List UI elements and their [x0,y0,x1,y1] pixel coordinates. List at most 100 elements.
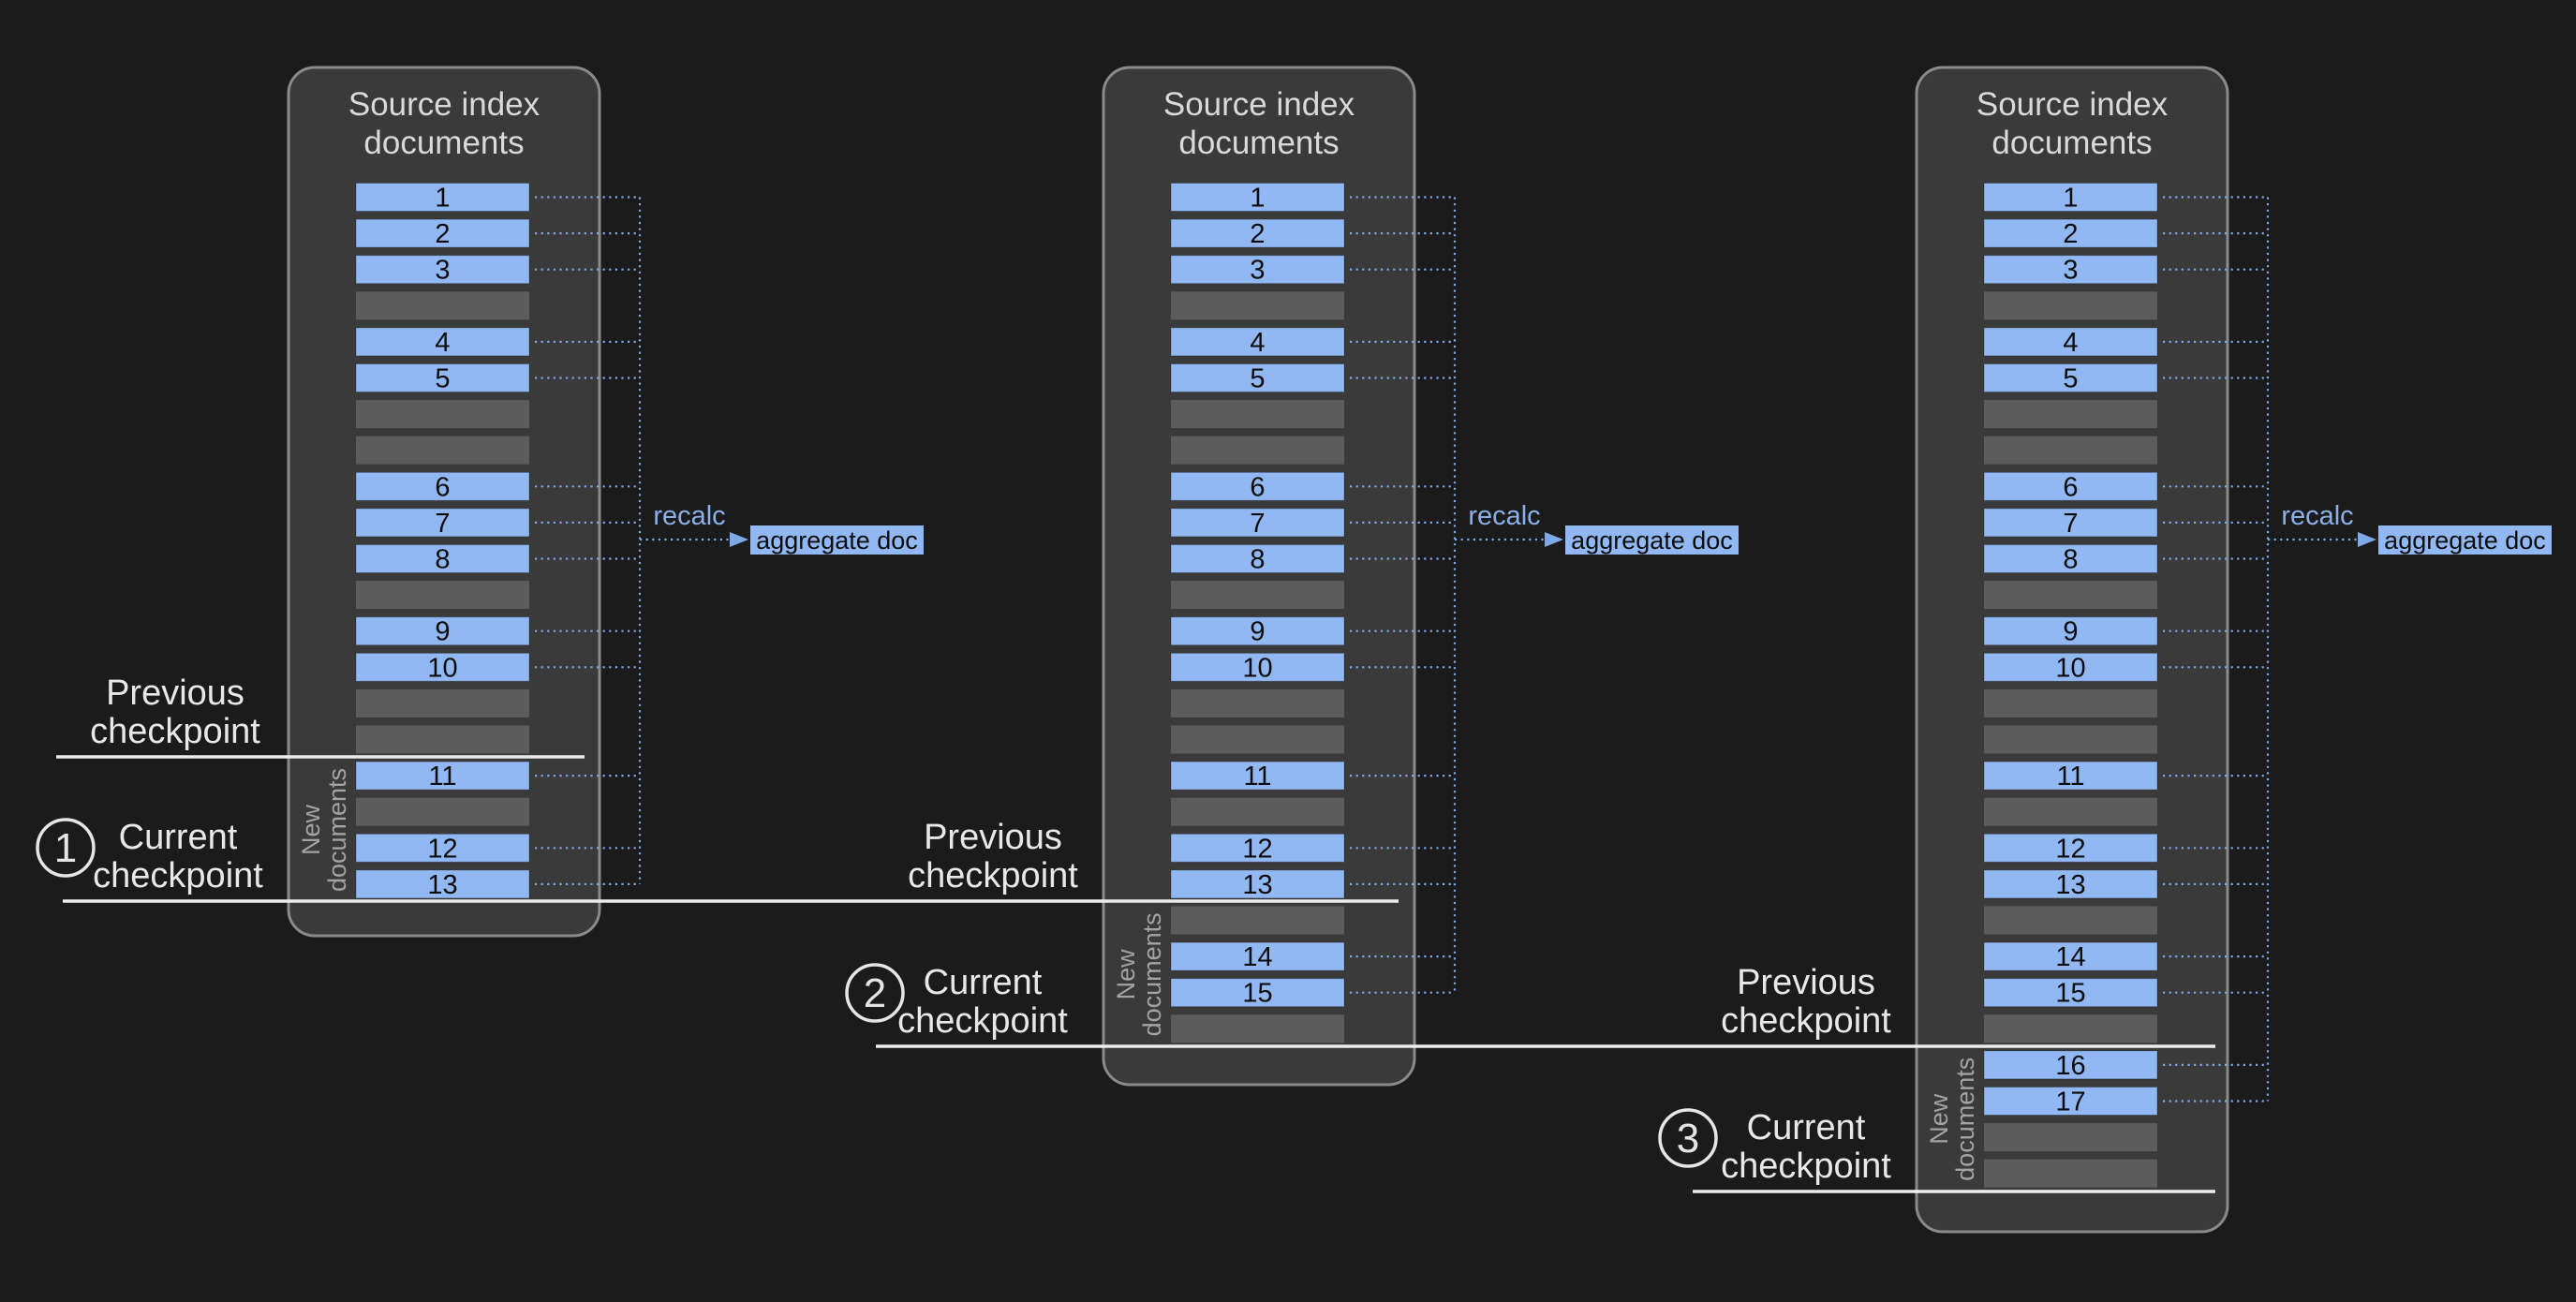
empty-slot-bar [1984,291,2157,320]
current-checkpoint-label-line1: Current [924,963,1043,1002]
doc-bar-number: 6 [435,472,450,502]
doc-bar-number: 2 [2063,219,2078,249]
doc-bar [1983,183,2158,212]
doc-bar-number: 7 [435,509,450,539]
doc-bar [1170,183,1345,212]
doc-bar [355,869,530,899]
source-index-panel [287,66,601,938]
recalc-label: recalc [1468,501,1540,531]
recalc-label: recalc [653,501,725,531]
doc-bar [1170,471,1345,501]
empty-slot-bar [1171,436,1344,465]
empty-slot-bar [356,797,529,826]
empty-slot-bar [1171,400,1344,429]
doc-bar-number: 11 [1243,762,1271,792]
current-checkpoint-label-line1: Current [1747,1108,1866,1147]
doc-bar [1983,544,2158,573]
doc-bar [355,255,530,285]
doc-bar [1170,978,1345,1008]
doc-bar-number: 6 [1250,472,1265,502]
doc-bar-number: 16 [2055,1051,2085,1081]
doc-bar-number: 5 [435,364,450,394]
doc-bar [1983,616,2158,646]
doc-bar-number: 12 [2055,834,2085,864]
doc-bar-number: 14 [2055,942,2085,972]
step-badge-number: 2 [864,970,886,1016]
doc-bar [1983,761,2158,791]
doc-bar [355,363,530,392]
empty-slot-bar [1171,725,1344,754]
panel-title-line2: documents [1178,125,1339,161]
doc-bar-number: 1 [435,184,450,214]
step-badge-number: 3 [1677,1116,1699,1161]
current-checkpoint-label-line2: checkpoint [897,1001,1068,1041]
empty-slot-bar [1984,1123,2157,1152]
empty-slot-bar [1171,581,1344,610]
doc-bar-number: 9 [2063,617,2078,647]
doc-bar-number: 2 [1250,219,1265,249]
aggregate-doc-label: aggregate doc [2384,526,2546,555]
panel-title-line1: Source index [348,86,540,123]
doc-bar [355,471,530,501]
source-index-panel [1102,66,1416,1087]
source-index-panel [1915,66,2229,1234]
doc-bar-number: 6 [2063,472,2078,502]
doc-bar [355,652,530,682]
doc-bar [1983,255,2158,285]
empty-slot-bar [1171,688,1344,718]
doc-bar [1983,869,2158,899]
previous-checkpoint-label-line2: checkpoint [908,856,1078,895]
doc-bar-number: 15 [2055,979,2085,1009]
empty-slot-bar [1984,906,2157,935]
doc-bar [1170,941,1345,971]
doc-bar [1170,255,1345,285]
doc-bar [355,833,530,863]
empty-slot-bar [356,581,529,610]
doc-bar-number: 4 [2063,328,2078,358]
doc-bar-number: 5 [2063,364,2078,394]
empty-slot-bar [1984,725,2157,754]
doc-bar [1170,508,1345,538]
panel-title-line2: documents [1991,125,2152,161]
doc-bar [1170,544,1345,573]
panel-title-line1: Source index [1163,86,1355,123]
recalc-arrowhead [2358,532,2376,547]
doc-bar-number: 3 [435,256,450,286]
doc-bar-number: 1 [2063,184,2078,214]
doc-bar-number: 9 [435,617,450,647]
doc-bar [1170,218,1345,248]
doc-bar [1170,652,1345,682]
empty-slot-bar [1984,581,2157,610]
empty-slot-bar [1171,1014,1344,1043]
aggregate-doc-label: aggregate doc [756,526,918,555]
doc-bar-number: 7 [1250,509,1265,539]
doc-bar-number: 1 [1250,184,1265,214]
empty-slot-bar [356,436,529,465]
doc-bar-number: 10 [2055,653,2085,683]
doc-bar-number: 10 [427,653,457,683]
doc-bar-number: 8 [2063,545,2078,575]
doc-bar-number: 10 [1242,653,1272,683]
doc-bar-number: 13 [1242,870,1272,900]
aggregate-doc-box [750,525,924,555]
new-documents-label-line1: New [297,804,325,855]
doc-bar [355,218,530,248]
new-documents-label-line1: New [1112,949,1140,1000]
doc-bar-number: 3 [2063,256,2078,286]
new-documents-label-line1: New [1925,1093,1953,1145]
doc-bar [1170,363,1345,392]
recalc-label: recalc [2281,501,2353,531]
new-documents-label-line2: documents [1138,912,1166,1036]
doc-bar-number: 11 [428,762,456,792]
doc-bar [1983,652,2158,682]
doc-bar-number: 4 [1250,328,1265,358]
doc-bar-number: 12 [1242,834,1272,864]
current-checkpoint-label-line2: checkpoint [1721,1147,1891,1186]
previous-checkpoint-label-line1: Previous [106,673,244,713]
current-checkpoint-label-line1: Current [119,818,238,857]
doc-bar [1983,1050,2158,1080]
empty-slot-bar [1171,797,1344,826]
doc-bar-number: 4 [435,328,450,358]
empty-slot-bar [356,291,529,320]
